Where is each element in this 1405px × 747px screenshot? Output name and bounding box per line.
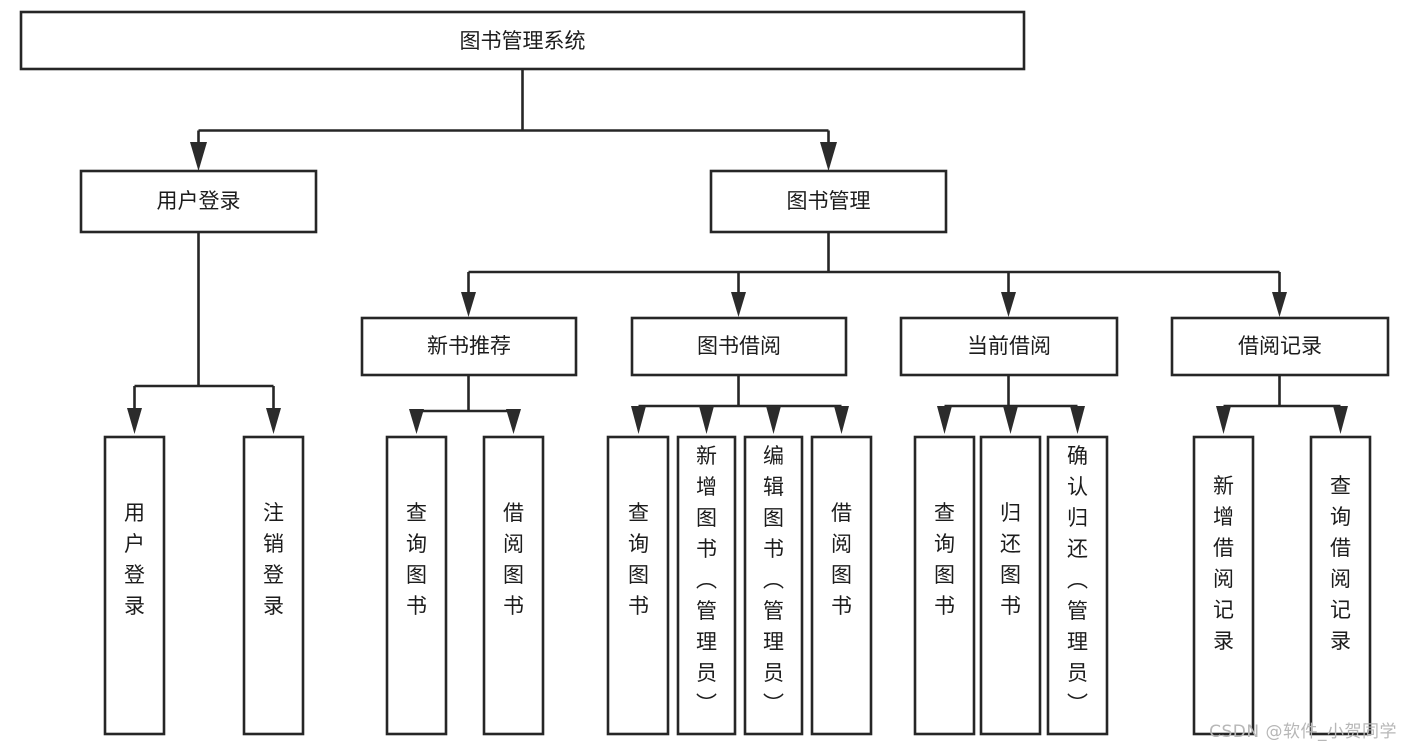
arrow-head-nbr-borrow-book <box>506 409 521 434</box>
node-box-user-login[interactable] <box>79 169 318 234</box>
node-box-leaf-cb-confirm-return[interactable] <box>1046 435 1109 736</box>
node-label-leaf-br-add-record: 新增借阅记录 <box>1213 474 1234 653</box>
node-box-current-borrow[interactable] <box>899 316 1119 377</box>
node-root-system[interactable]: 图书管理系统 <box>19 10 1026 71</box>
node-label-leaf-bb-add-book: 新增图书︵管理员︶ <box>696 444 717 716</box>
node-label-user-login: 用户登录 <box>157 189 241 213</box>
node-label-leaf-nbr-query-book: 查询图书 <box>406 501 427 618</box>
arrow-head-new-book-rec <box>461 292 476 317</box>
node-label-borrow-record: 借阅记录 <box>1238 334 1322 358</box>
leaf-node-bb-query-book[interactable]: 查询图书 <box>606 435 670 736</box>
node-borrow-record[interactable]: 借阅记录 <box>1170 316 1390 377</box>
node-box-leaf-cb-query-book[interactable] <box>913 435 976 736</box>
node-label-book-management: 图书管理 <box>787 189 871 213</box>
node-box-book-management[interactable] <box>709 169 948 234</box>
node-label-current-borrow: 当前借阅 <box>967 334 1051 358</box>
arrow-head-bb-edit-book <box>766 406 781 434</box>
node-new-book-recommend[interactable]: 新书推荐 <box>360 316 578 377</box>
node-user-login[interactable]: 用户登录 <box>79 169 318 234</box>
node-box-leaf-cb-return-book[interactable] <box>979 435 1042 736</box>
arrow-head-book-mgmt <box>820 142 837 171</box>
node-current-borrow[interactable]: 当前借阅 <box>899 316 1119 377</box>
arrow-head-cb-query-book <box>937 406 952 434</box>
node-label-leaf-logout: 注销登录 <box>263 501 284 618</box>
leaf-node-bb-borrow-book[interactable]: 借阅图书 <box>810 435 873 736</box>
arrow-head-bb-query-book <box>631 406 646 434</box>
leaf-node-bb-add-book[interactable]: 新增图书︵管理员︶ <box>676 435 737 736</box>
leaf-node-cb-confirm-return[interactable]: 确认归还︵管理员︶ <box>1046 435 1109 736</box>
node-box-leaf-logout[interactable] <box>242 435 305 736</box>
connector-group-new-book-rec <box>409 375 521 434</box>
node-book-borrow[interactable]: 图书借阅 <box>630 316 848 377</box>
node-label-leaf-bb-edit-book: 编辑图书︵管理员︶ <box>763 444 784 716</box>
node-box-leaf-bb-borrow-book[interactable] <box>810 435 873 736</box>
connector-group-book-borrow <box>631 375 849 434</box>
leaf-node-cb-return-book[interactable]: 归还图书 <box>979 435 1042 736</box>
arrow-head-user-login <box>190 142 207 171</box>
arrow-head-leaf-user-login <box>127 408 142 434</box>
arrow-head-bb-borrow-book <box>834 406 849 434</box>
leaf-node-cb-query-book[interactable]: 查询图书 <box>913 435 976 736</box>
node-box-leaf-br-add-record[interactable] <box>1192 435 1255 736</box>
node-box-leaf-bb-query-book[interactable] <box>606 435 670 736</box>
node-box-leaf-user-login[interactable] <box>103 435 166 736</box>
node-label-leaf-bb-query-book: 查询图书 <box>628 501 649 618</box>
node-box-book-borrow[interactable] <box>630 316 848 377</box>
leaf-node-logout[interactable]: 注销登录 <box>242 435 305 736</box>
arrow-head-current-borrow <box>1001 292 1016 317</box>
arrow-head-cb-return-book <box>1003 406 1018 434</box>
arrow-head-bb-add-book <box>699 406 714 434</box>
node-label-leaf-cb-query-book: 查询图书 <box>934 501 955 618</box>
connector-group-current-borrow <box>937 375 1085 434</box>
csdn-watermark: CSDN @软件_小贺同学 <box>1209 722 1397 742</box>
connector-group-root <box>190 69 837 171</box>
arrow-head-cb-confirm-return <box>1070 406 1085 434</box>
node-label-leaf-br-query-record: 查询借阅记录 <box>1330 474 1351 653</box>
node-label-leaf-cb-confirm-return: 确认归还︵管理员︶ <box>1067 444 1088 716</box>
leaf-node-bb-edit-book[interactable]: 编辑图书︵管理员︶ <box>743 435 804 736</box>
node-box-borrow-record[interactable] <box>1170 316 1390 377</box>
node-box-new-book-recommend[interactable] <box>360 316 578 377</box>
node-label-leaf-cb-return-book: 归还图书 <box>1000 501 1021 618</box>
node-book-management[interactable]: 图书管理 <box>709 169 948 234</box>
node-box-leaf-nbr-query-book[interactable] <box>385 435 448 736</box>
leaf-node-br-add-record[interactable]: 新增借阅记录 <box>1192 435 1255 736</box>
node-box-leaf-br-query-record[interactable] <box>1309 435 1372 736</box>
node-label-new-book-recommend: 新书推荐 <box>427 334 511 358</box>
arrow-head-br-add-record <box>1216 406 1231 434</box>
node-label-root-system: 图书管理系统 <box>460 29 586 53</box>
node-label-leaf-nbr-borrow-book: 借阅图书 <box>503 501 524 618</box>
arrow-head-nbr-query-book <box>409 409 424 434</box>
node-label-book-borrow: 图书借阅 <box>697 334 781 358</box>
node-box-root-system[interactable] <box>19 10 1026 71</box>
node-label-leaf-bb-borrow-book: 借阅图书 <box>831 501 852 618</box>
connector-group-book-mgmt <box>461 232 1287 317</box>
leaf-node-nbr-borrow-book[interactable]: 借阅图书 <box>482 435 545 736</box>
leaf-node-nbr-query-book[interactable]: 查询图书 <box>385 435 448 736</box>
arrow-head-borrow-record <box>1272 292 1287 317</box>
arrow-head-leaf-logout <box>266 408 281 434</box>
node-box-leaf-bb-edit-book[interactable] <box>743 435 804 736</box>
connector-group-user-login <box>127 232 281 434</box>
leaf-node-br-query-record[interactable]: 查询借阅记录 <box>1309 435 1372 736</box>
arrow-head-br-query-record <box>1333 406 1348 434</box>
leaf-node-user-login[interactable]: 用户登录 <box>103 435 166 736</box>
connector-group-borrow-record <box>1216 375 1348 434</box>
node-box-leaf-bb-add-book[interactable] <box>676 435 737 736</box>
arrow-head-book-borrow <box>731 292 746 317</box>
node-box-leaf-nbr-borrow-book[interactable] <box>482 435 545 736</box>
node-label-leaf-user-login: 用户登录 <box>124 501 145 618</box>
